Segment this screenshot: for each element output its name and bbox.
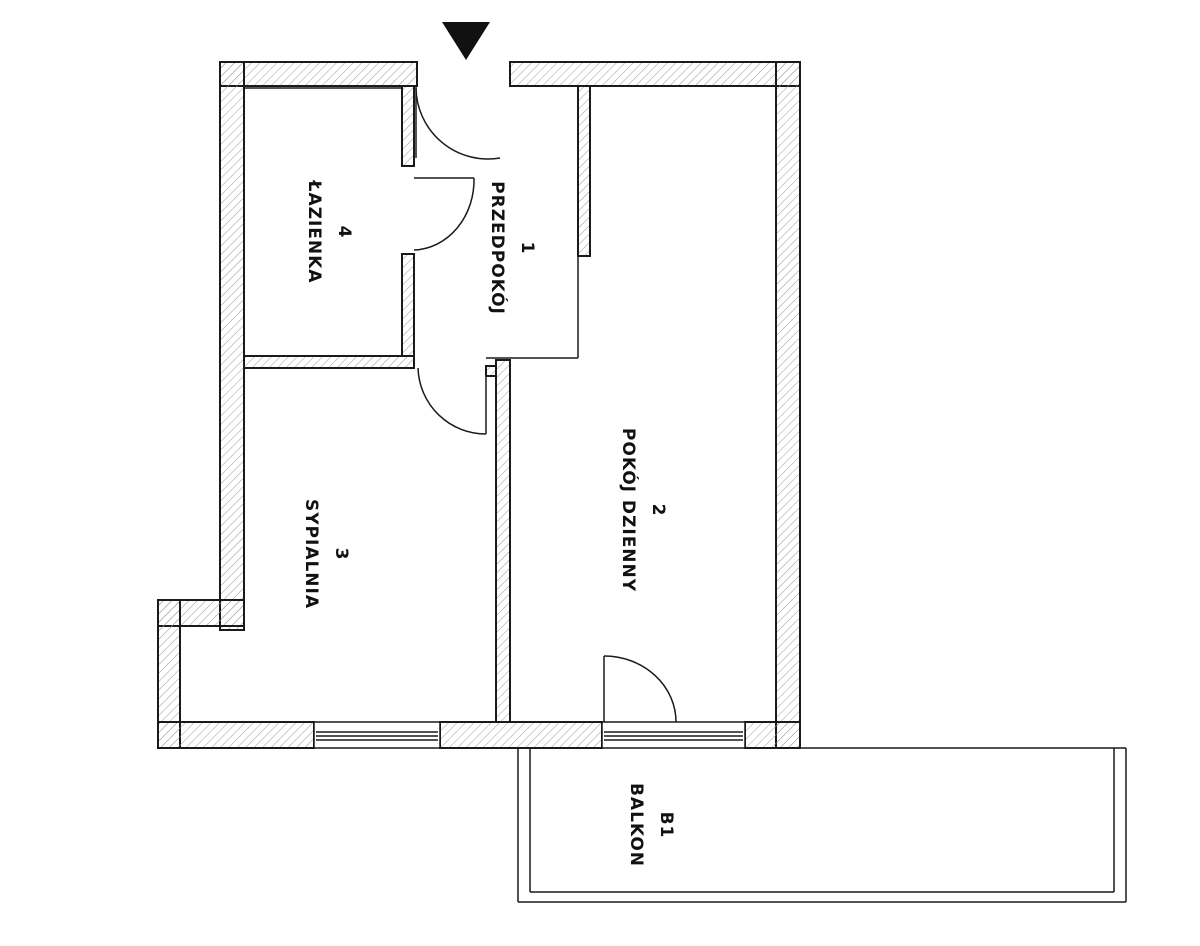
- living-window: [601, 721, 746, 749]
- room-label-balkon: B1 BALKON: [621, 783, 681, 867]
- interior-walls: [243, 85, 591, 723]
- bathroom-door-swing: [413, 177, 475, 251]
- balcony-door-swing: [603, 655, 677, 723]
- windows: [313, 721, 746, 749]
- room-name: BALKON: [626, 782, 646, 868]
- room-number: 2: [648, 503, 668, 517]
- room-label-lazienka: 4 ŁAZIENKA: [299, 181, 359, 284]
- room-name: PRZEDPOKÓJ: [487, 181, 507, 315]
- room-number: B1: [656, 811, 676, 839]
- thin-lines: [244, 62, 590, 359]
- room-name: POKÓJ DZIENNY: [618, 427, 638, 593]
- outer-walls: [157, 61, 801, 749]
- room-label-sypialnia: 3 SYPIALNIA: [296, 499, 356, 609]
- balcony-outline: [517, 747, 1127, 903]
- room-number: 1: [517, 241, 537, 255]
- room-label-pokoj-dzienny: 2 POKÓJ DZIENNY: [613, 428, 673, 592]
- room-name: SYPIALNIA: [301, 498, 321, 610]
- bedroom-door-swing: [417, 367, 487, 435]
- room-name: ŁAZIENKA: [304, 180, 324, 284]
- doors: [413, 86, 677, 723]
- room-number: 3: [331, 547, 351, 561]
- entrance-door-swing: [415, 87, 501, 160]
- room-number: 4: [334, 225, 354, 239]
- room-label-przedpokoj: 1 PRZEDPOKÓJ: [482, 181, 542, 315]
- bedroom-window: [313, 721, 441, 749]
- entrance-arrow-icon: [442, 22, 490, 60]
